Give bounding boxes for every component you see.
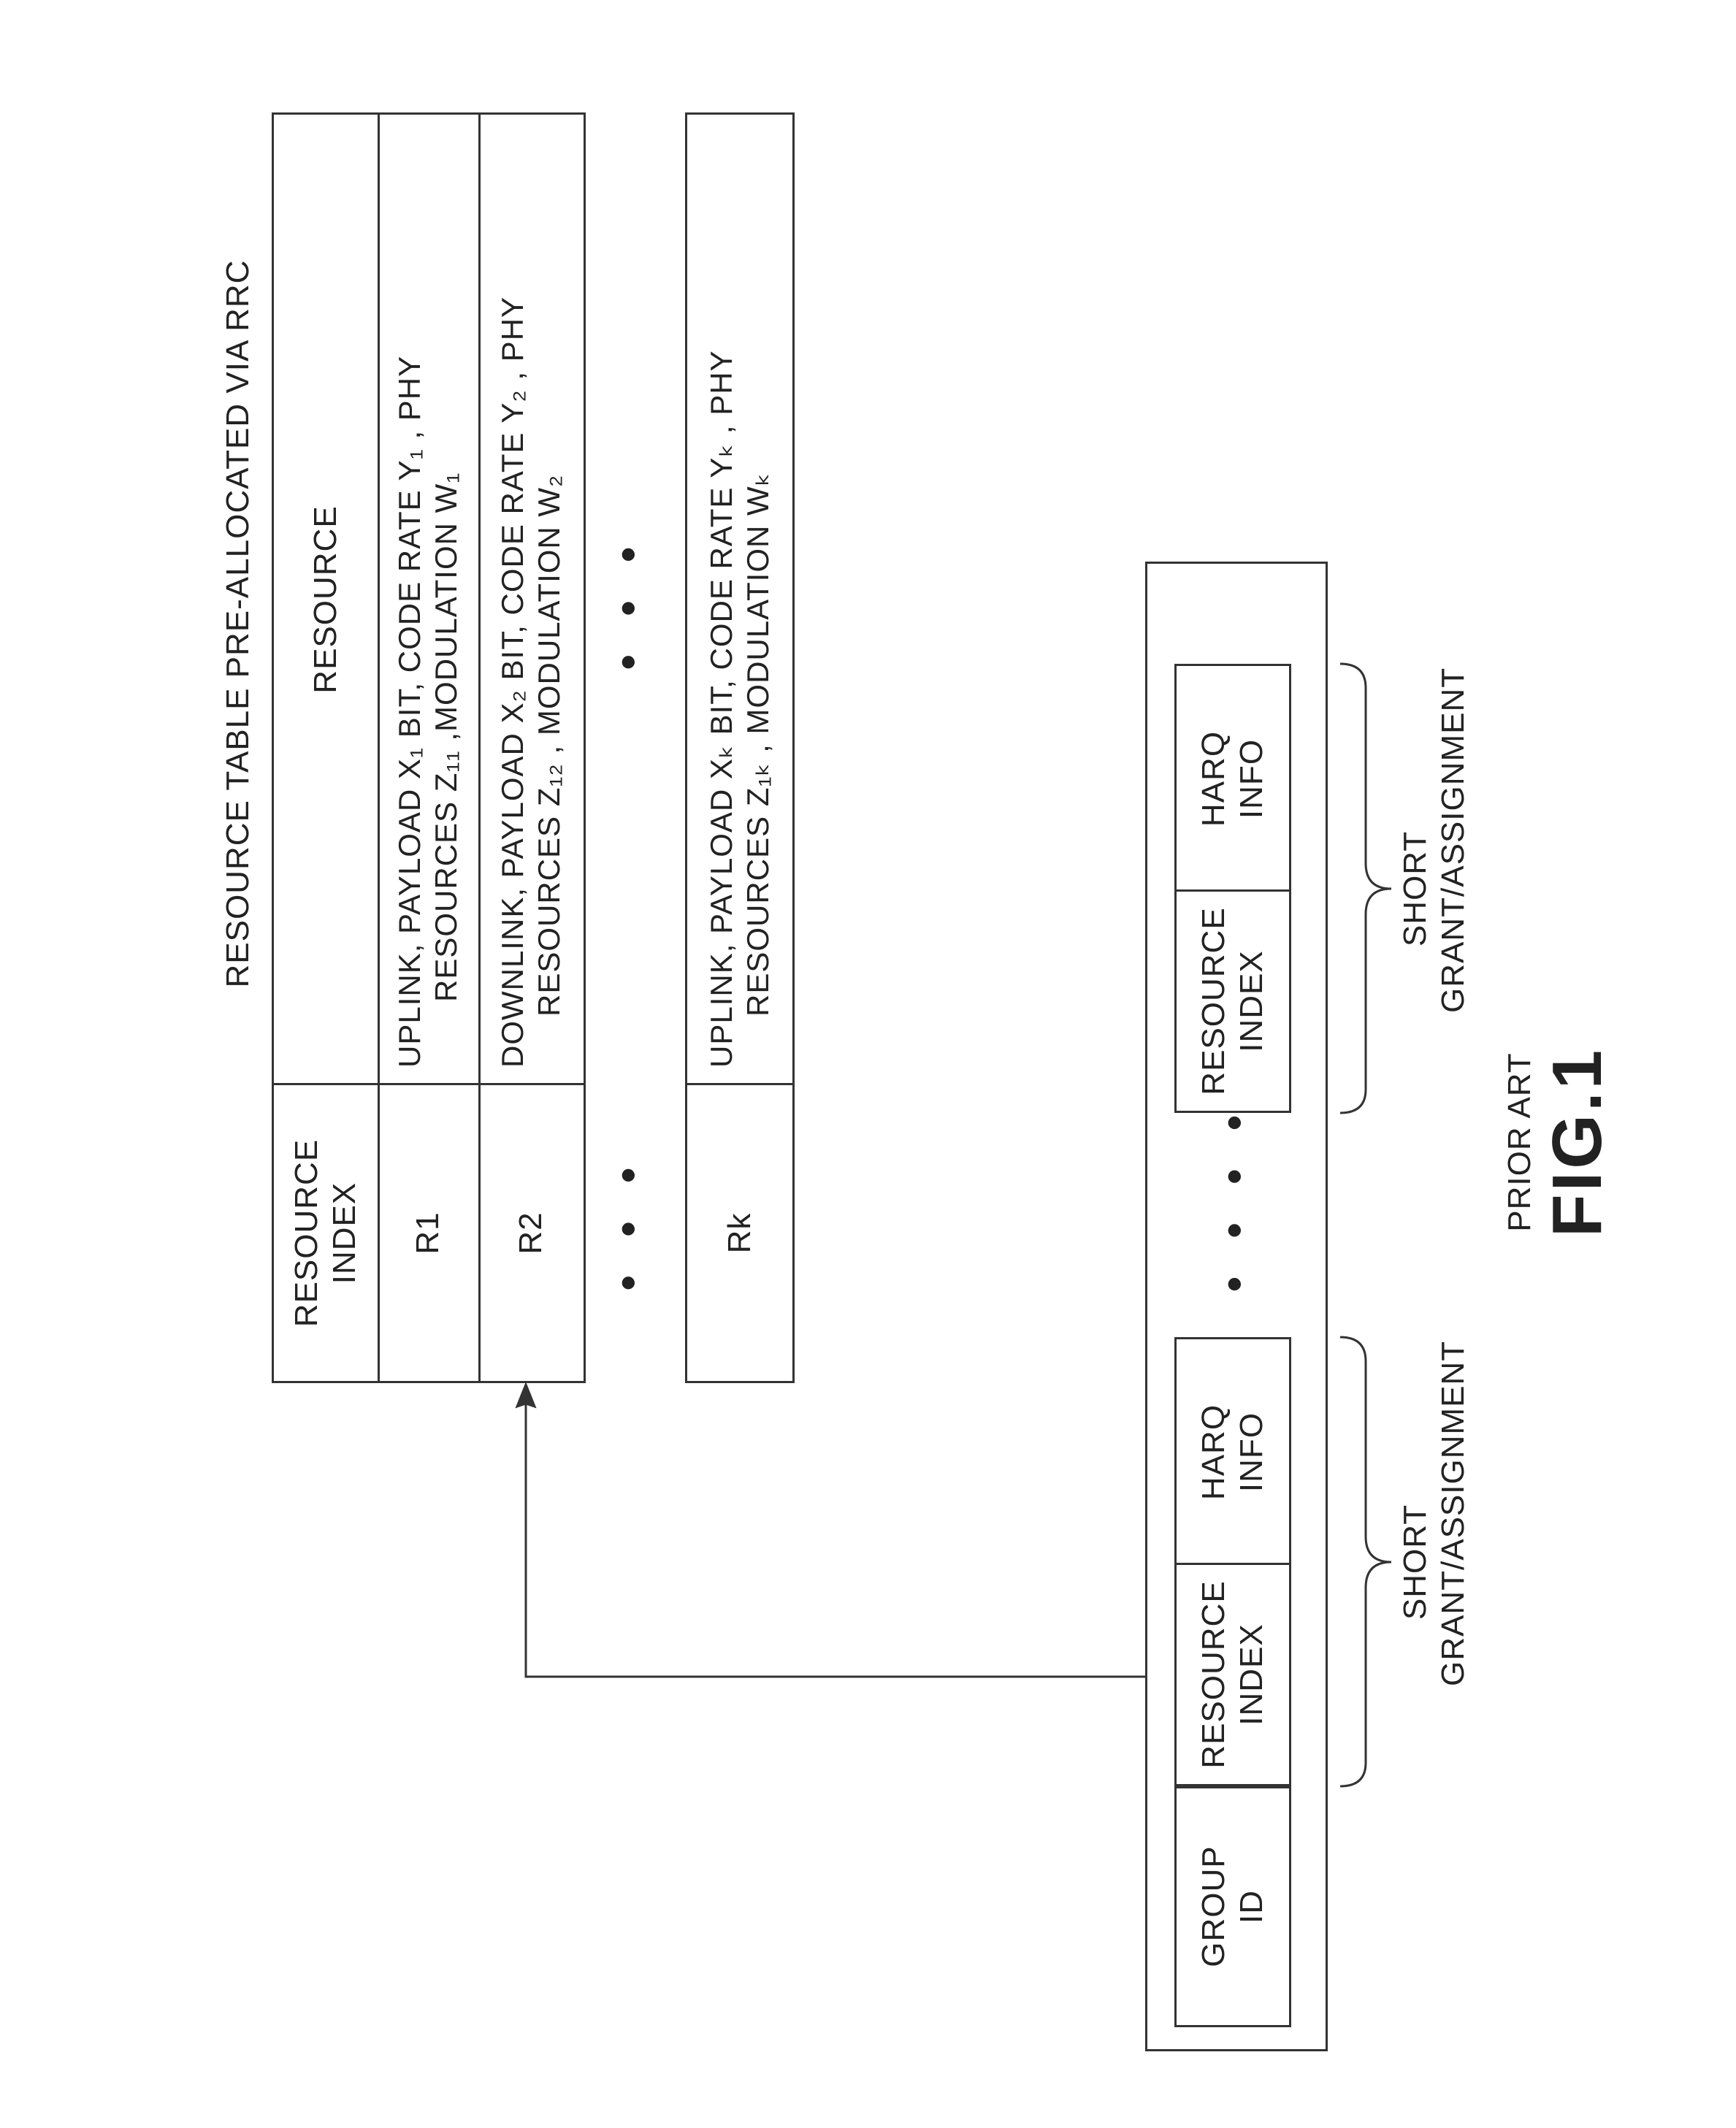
figure-number: FIG.1 bbox=[1537, 1018, 1618, 1266]
segment-1-label: SHORT GRANT/ASSIGNMENT bbox=[1396, 1438, 1472, 1686]
prior-art-label: PRIOR ART bbox=[1501, 1047, 1539, 1237]
segment-2-label: SHORT GRANT/ASSIGNMENT bbox=[1396, 765, 1472, 1013]
index-arrowhead bbox=[517, 1385, 535, 1406]
index-arrow-line bbox=[526, 1385, 1145, 1677]
segment-1-brace bbox=[1340, 1337, 1391, 1786]
segment-2-brace bbox=[1340, 664, 1391, 1113]
